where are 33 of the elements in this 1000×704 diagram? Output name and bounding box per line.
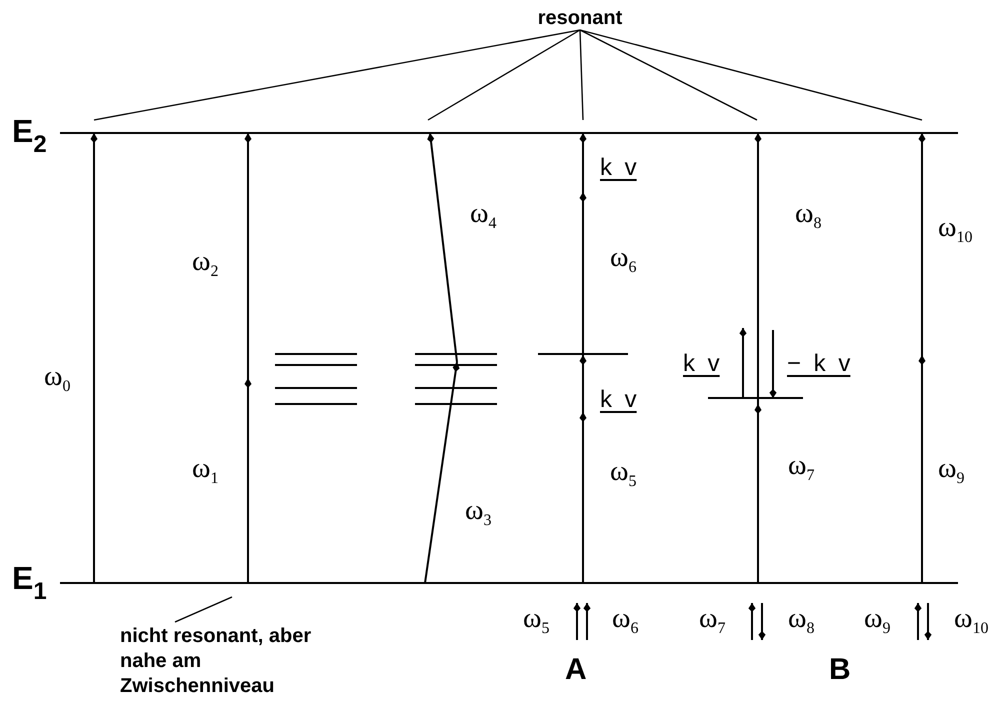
leader-line bbox=[174, 596, 232, 623]
section-letter: B bbox=[829, 655, 851, 685]
frequency-label: ω$_{6}$ bbox=[612, 605, 638, 637]
frequency-label: ω$_{3}$ bbox=[465, 497, 492, 529]
frequency-label: ω$_{7}$ bbox=[699, 605, 726, 637]
frequency-label: ω$_{5}$ bbox=[523, 605, 550, 637]
resonant-label: resonant bbox=[520, 6, 640, 31]
vector-label: k v bbox=[600, 156, 637, 180]
frequency-label: ω$_{9}$ bbox=[864, 605, 890, 637]
frequency-label: ω$_{6}$ bbox=[610, 244, 636, 276]
frequency-label: ω$_{10}$ bbox=[938, 214, 972, 246]
leader-line bbox=[579, 30, 584, 120]
frequency-label: ω$_{7}$ bbox=[788, 452, 814, 484]
section-letter: A bbox=[565, 655, 587, 685]
frequency-label: ω$_{2}$ bbox=[192, 248, 218, 280]
frequency-label: ω$_{1}$ bbox=[192, 455, 218, 487]
energy-label: E$_{1}$ bbox=[12, 562, 47, 604]
frequency-label: ω$_{9}$ bbox=[938, 455, 964, 487]
frequency-label: ω$_{5}$ bbox=[610, 458, 636, 490]
leader-line bbox=[94, 29, 580, 121]
vector-label: − k v bbox=[787, 352, 850, 376]
frequency-label: ω$_{8}$ bbox=[795, 200, 822, 232]
annotation-text: nicht resonant, aber nahe am Zwischenniveau bbox=[120, 624, 360, 699]
frequency-label: ω$_{8}$ bbox=[788, 605, 814, 637]
leader-line bbox=[580, 29, 922, 121]
leader-line bbox=[580, 29, 758, 121]
energy-label: E$_{2}$ bbox=[12, 115, 47, 157]
leader-line bbox=[428, 29, 580, 121]
frequency-label: ω$_{4}$ bbox=[470, 200, 496, 232]
frequency-label: ω$_{0}$ bbox=[44, 363, 70, 395]
vector-label: k v bbox=[683, 352, 720, 376]
vector-label: k v bbox=[600, 388, 637, 412]
frequency-label: ω$_{10}$ bbox=[954, 605, 988, 637]
